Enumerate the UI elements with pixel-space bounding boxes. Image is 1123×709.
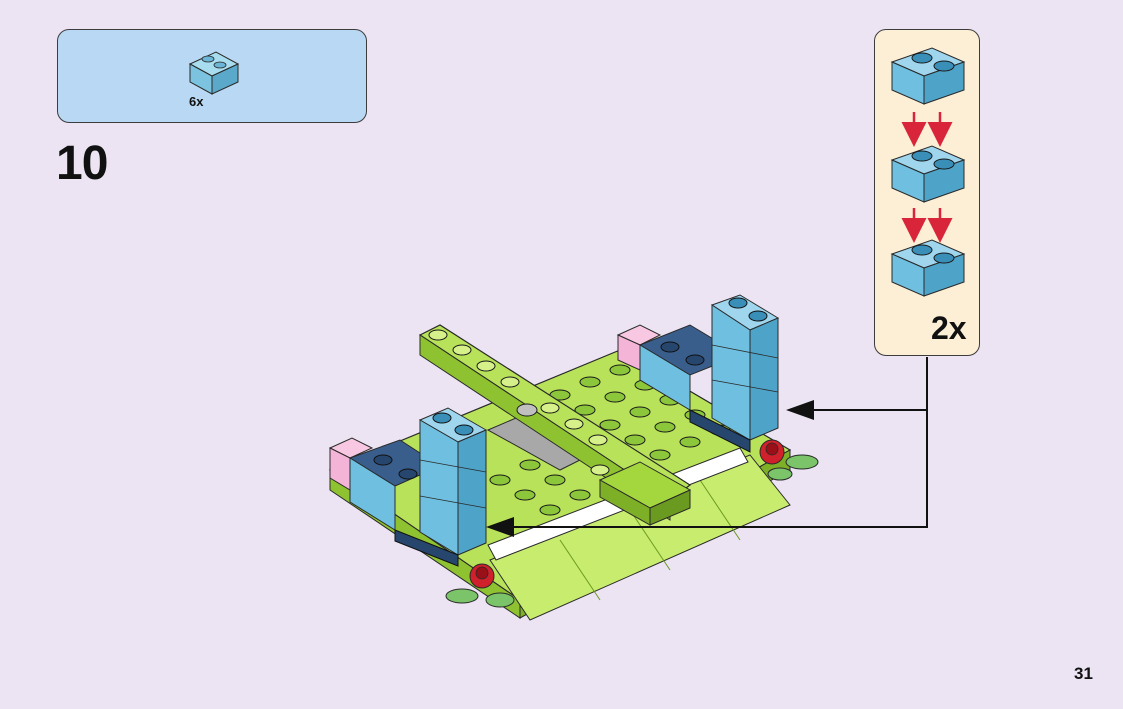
subassembly-brick-middle xyxy=(891,145,965,203)
page-number: 31 xyxy=(1074,664,1093,683)
subassembly-brick-bottom xyxy=(891,239,965,297)
parts-callout: 6x xyxy=(57,29,367,123)
parts-count-label: 6x xyxy=(189,94,204,109)
rose-flower-icon xyxy=(445,563,515,608)
light-blue-brick-1x2-icon xyxy=(188,51,240,95)
rose-flower-icon xyxy=(759,439,819,481)
subassembly-brick-top xyxy=(891,47,965,105)
main-model xyxy=(328,294,819,621)
red-down-arrows xyxy=(901,112,953,243)
placement-arrows xyxy=(486,357,928,537)
step-number: 10 xyxy=(56,137,108,190)
subassembly-multiplier: 2x xyxy=(931,310,967,346)
